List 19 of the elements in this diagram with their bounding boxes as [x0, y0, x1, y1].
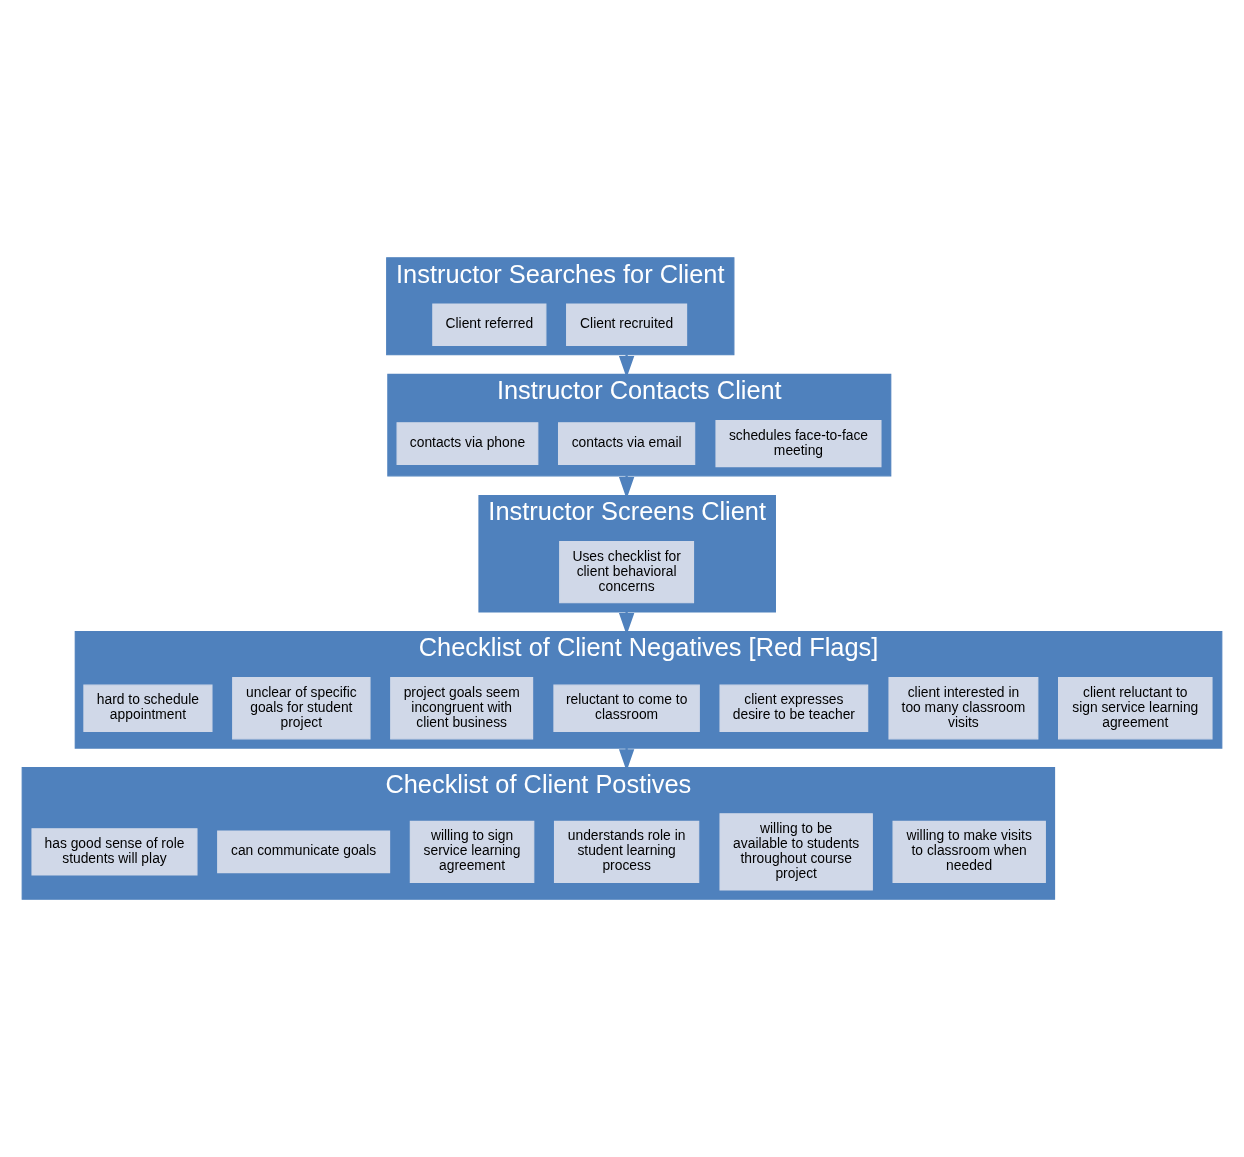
node-box: unclear of specific goals for student project — [232, 677, 371, 740]
node-box: understands role in student learning process — [553, 820, 700, 883]
node-box: willing to make visits to classroom when needed — [892, 820, 1046, 883]
node-box: contacts via email — [558, 422, 696, 465]
node-box: schedules face-to-face meeting — [715, 419, 882, 468]
node-box: willing to be available to students throughout course project — [719, 813, 873, 891]
node-box: project goals seem incongruent with client business — [390, 677, 534, 740]
node-box: hard to schedule appointment — [83, 684, 213, 732]
node-box: client expresses desire to be teacher — [719, 684, 869, 732]
node-box: Client recruited — [566, 303, 688, 347]
node-box: Uses checklist for client behavioral concerns — [559, 541, 695, 604]
node-box: client reluctant to sign service learning agreement — [1058, 677, 1213, 740]
node-box: reluctant to come to classroom — [553, 684, 700, 732]
node-box: has good sense of role students will play — [31, 828, 198, 876]
node-box: client interested in too many classroom visits — [888, 677, 1039, 740]
node-box: contacts via phone — [396, 422, 539, 465]
node-box: can communicate goals — [217, 830, 391, 874]
node-box: Client referred — [432, 303, 547, 347]
node-box: willing to sign service learning agreement — [409, 820, 535, 883]
